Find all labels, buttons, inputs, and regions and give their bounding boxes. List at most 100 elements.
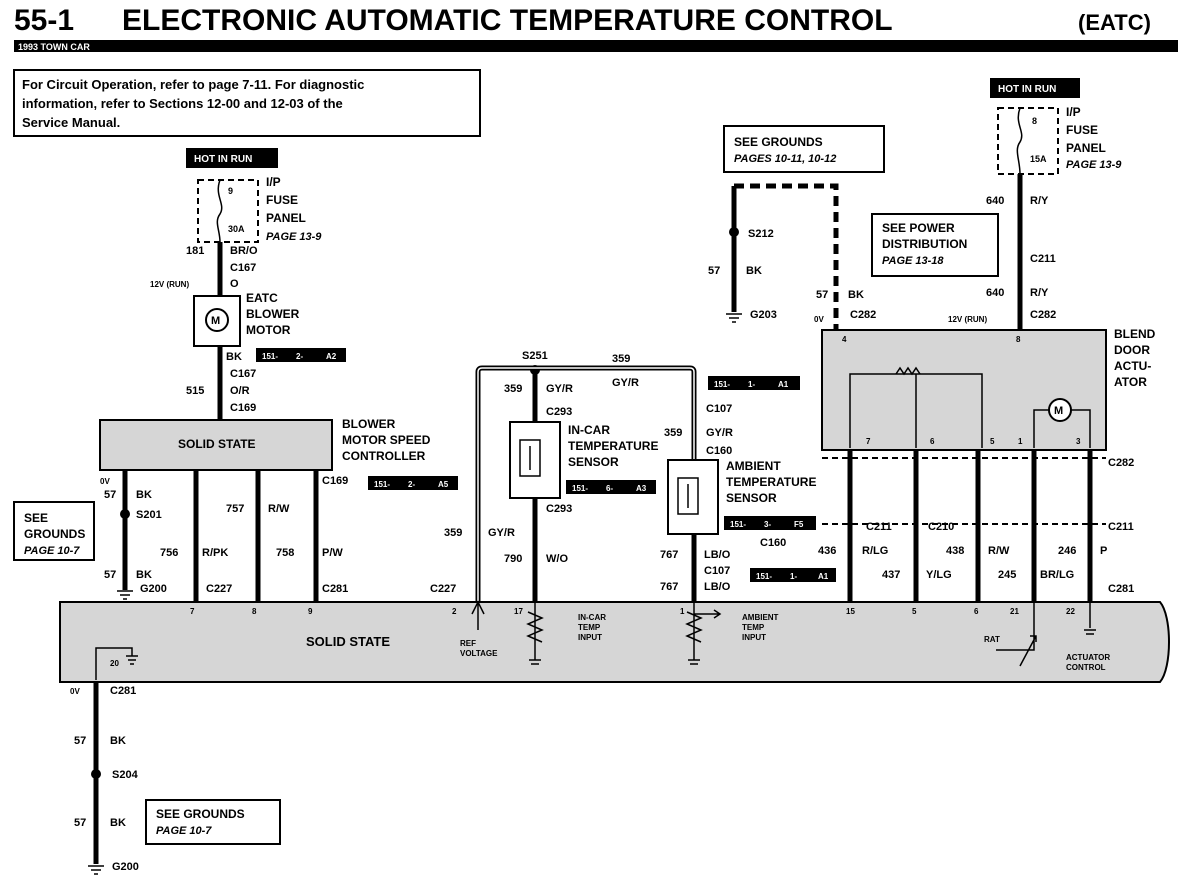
connector-c107-bottom: C107 <box>704 565 730 577</box>
ref-ambient-top-b: 1- <box>748 380 755 389</box>
wire-436-label: 436 <box>818 545 836 557</box>
ground-icon-g203 <box>726 313 742 323</box>
ref-voltage-2: VOLTAGE <box>460 649 498 658</box>
wire-640a-label: 640 <box>986 195 1004 207</box>
actuator-label-4: ATOR <box>1114 375 1147 389</box>
module-pin-15: 15 <box>846 607 855 616</box>
wire-790-color: W/O <box>546 553 568 565</box>
actuator-ground-icon <box>1084 629 1096 635</box>
module-pin-7: 7 <box>190 607 195 616</box>
bottom-grounds-2: PAGE 10-7 <box>156 825 212 837</box>
fuse-label-panel-right: PANEL <box>1066 141 1106 155</box>
left-grounds-note <box>13 501 95 561</box>
ref-incar-c: A3 <box>636 484 647 493</box>
wire-359c-label: 359 <box>444 527 462 539</box>
ref-incar-a: 151- <box>572 484 588 493</box>
fuse-page-right: PAGE 13-9 <box>1066 159 1122 171</box>
wire-515-color: O/R <box>230 385 250 397</box>
wire-767b-label: 767 <box>660 581 678 593</box>
splice-s204-label: S204 <box>112 769 139 781</box>
module-pin-8: 8 <box>252 607 257 616</box>
ambient-ground-icon <box>688 659 700 665</box>
wire-437-label: 437 <box>882 569 900 581</box>
wire-57-mid-b-color: BK <box>848 289 864 301</box>
wire-640b-label: 640 <box>986 287 1004 299</box>
blower-label-1: EATC <box>246 291 278 305</box>
ambient-label-1: AMBIENT <box>726 459 781 473</box>
wire-57-mid-b: 57 <box>816 289 828 301</box>
potentiometer-icon <box>895 366 921 376</box>
ref-ambient-c: F5 <box>794 520 804 529</box>
power-distribution-note <box>871 213 999 277</box>
connector-c281-bottom: C281 <box>110 685 136 697</box>
controller-label-1: BLOWER <box>342 417 396 431</box>
actuator-label-2: DOOR <box>1114 343 1150 357</box>
ref-ambient-bot-c: A1 <box>818 572 829 581</box>
ref-badge-controller <box>368 476 458 490</box>
ref-blower-c: A2 <box>326 352 337 361</box>
ref-controller-c: A5 <box>438 480 449 489</box>
wire-758-label: 758 <box>276 547 294 559</box>
ground-g200-left: G200 <box>140 583 167 595</box>
module-ground-wiring <box>95 647 133 680</box>
hot-in-run-left: HOT IN RUN <box>194 154 252 165</box>
splice-s212-label: S212 <box>748 228 774 240</box>
fuse-num-right: 8 <box>1032 116 1037 126</box>
blend-door-actuator-box <box>821 329 1107 451</box>
incar-input-3: INPUT <box>578 633 602 642</box>
model-label: 1993 TOWN CAR <box>18 42 90 52</box>
ref-controller-a: 151- <box>374 480 390 489</box>
connector-c293-bottom: C293 <box>546 503 572 515</box>
bottom-0v: 0V <box>70 687 80 696</box>
incar-label-1: IN-CAR <box>568 423 610 437</box>
controller-label-2: MOTOR SPEED <box>342 433 431 447</box>
actuator-pin-8: 8 <box>1016 335 1021 344</box>
fuse-label-ip-left: I/P <box>266 175 281 189</box>
ref-voltage-1: REF <box>460 639 476 648</box>
module-ground-icon <box>126 655 138 665</box>
incar-input-1: IN-CAR <box>578 613 606 622</box>
grounds-note-mid <box>723 125 885 173</box>
fuse-label-fuse-left: FUSE <box>266 193 298 207</box>
hot-in-run-badge-left <box>186 148 278 168</box>
connector-c281-right: C281 <box>1108 583 1134 595</box>
splice-s201-label: S201 <box>136 509 162 521</box>
splice-s204 <box>91 769 101 779</box>
incar-label-2: TEMPERATURE <box>568 439 658 453</box>
eatc-module-box <box>59 601 1170 683</box>
actuator-pin-6: 6 <box>930 437 935 446</box>
title-bar <box>14 40 1178 52</box>
connector-c281-left: C281 <box>322 583 348 595</box>
wire-640b-color: R/Y <box>1030 287 1049 299</box>
motor-letter-left: M <box>211 315 220 327</box>
fuse-amp-left: 30A <box>228 224 245 234</box>
module-pin-22: 22 <box>1066 607 1075 616</box>
fuse-num-left: 9 <box>228 186 233 196</box>
module-pin-6: 6 <box>974 607 979 616</box>
grounds-mid-1: SEE GROUNDS <box>734 135 823 149</box>
splice-s212 <box>729 227 739 237</box>
incar-resistor-icon <box>526 602 544 660</box>
fuse-amp-right: 15A <box>1030 154 1047 164</box>
wire-57-bottom-a: 57 <box>74 735 86 747</box>
ref-badge-incar <box>566 480 656 494</box>
module-pin-1: 1 <box>680 607 685 616</box>
fuse-label-fuse-right: FUSE <box>1066 123 1098 137</box>
wire-438-color: R/W <box>988 545 1010 557</box>
motor-letter-actuator: M <box>1054 405 1063 417</box>
wire-246-label: 246 <box>1058 545 1076 557</box>
power-dist-3: PAGE 13-18 <box>882 255 944 267</box>
wire-57-mid-a: 57 <box>708 265 720 277</box>
incar-sensor-box <box>509 421 561 499</box>
wire-245-label: 245 <box>998 569 1016 581</box>
connector-c211-a: C211 <box>866 521 892 533</box>
wire-359a-color: GY/R <box>612 377 639 389</box>
actuator-pin-1: 1 <box>1018 437 1023 446</box>
fuse-panel-left <box>197 179 259 243</box>
module-pin-17: 17 <box>514 607 523 616</box>
ambient-input-3: INPUT <box>742 633 766 642</box>
ground-icon-g200-bottom <box>88 865 104 875</box>
module-pin-21: 21 <box>1010 607 1019 616</box>
fuse-page-left: PAGE 13-9 <box>266 231 322 243</box>
